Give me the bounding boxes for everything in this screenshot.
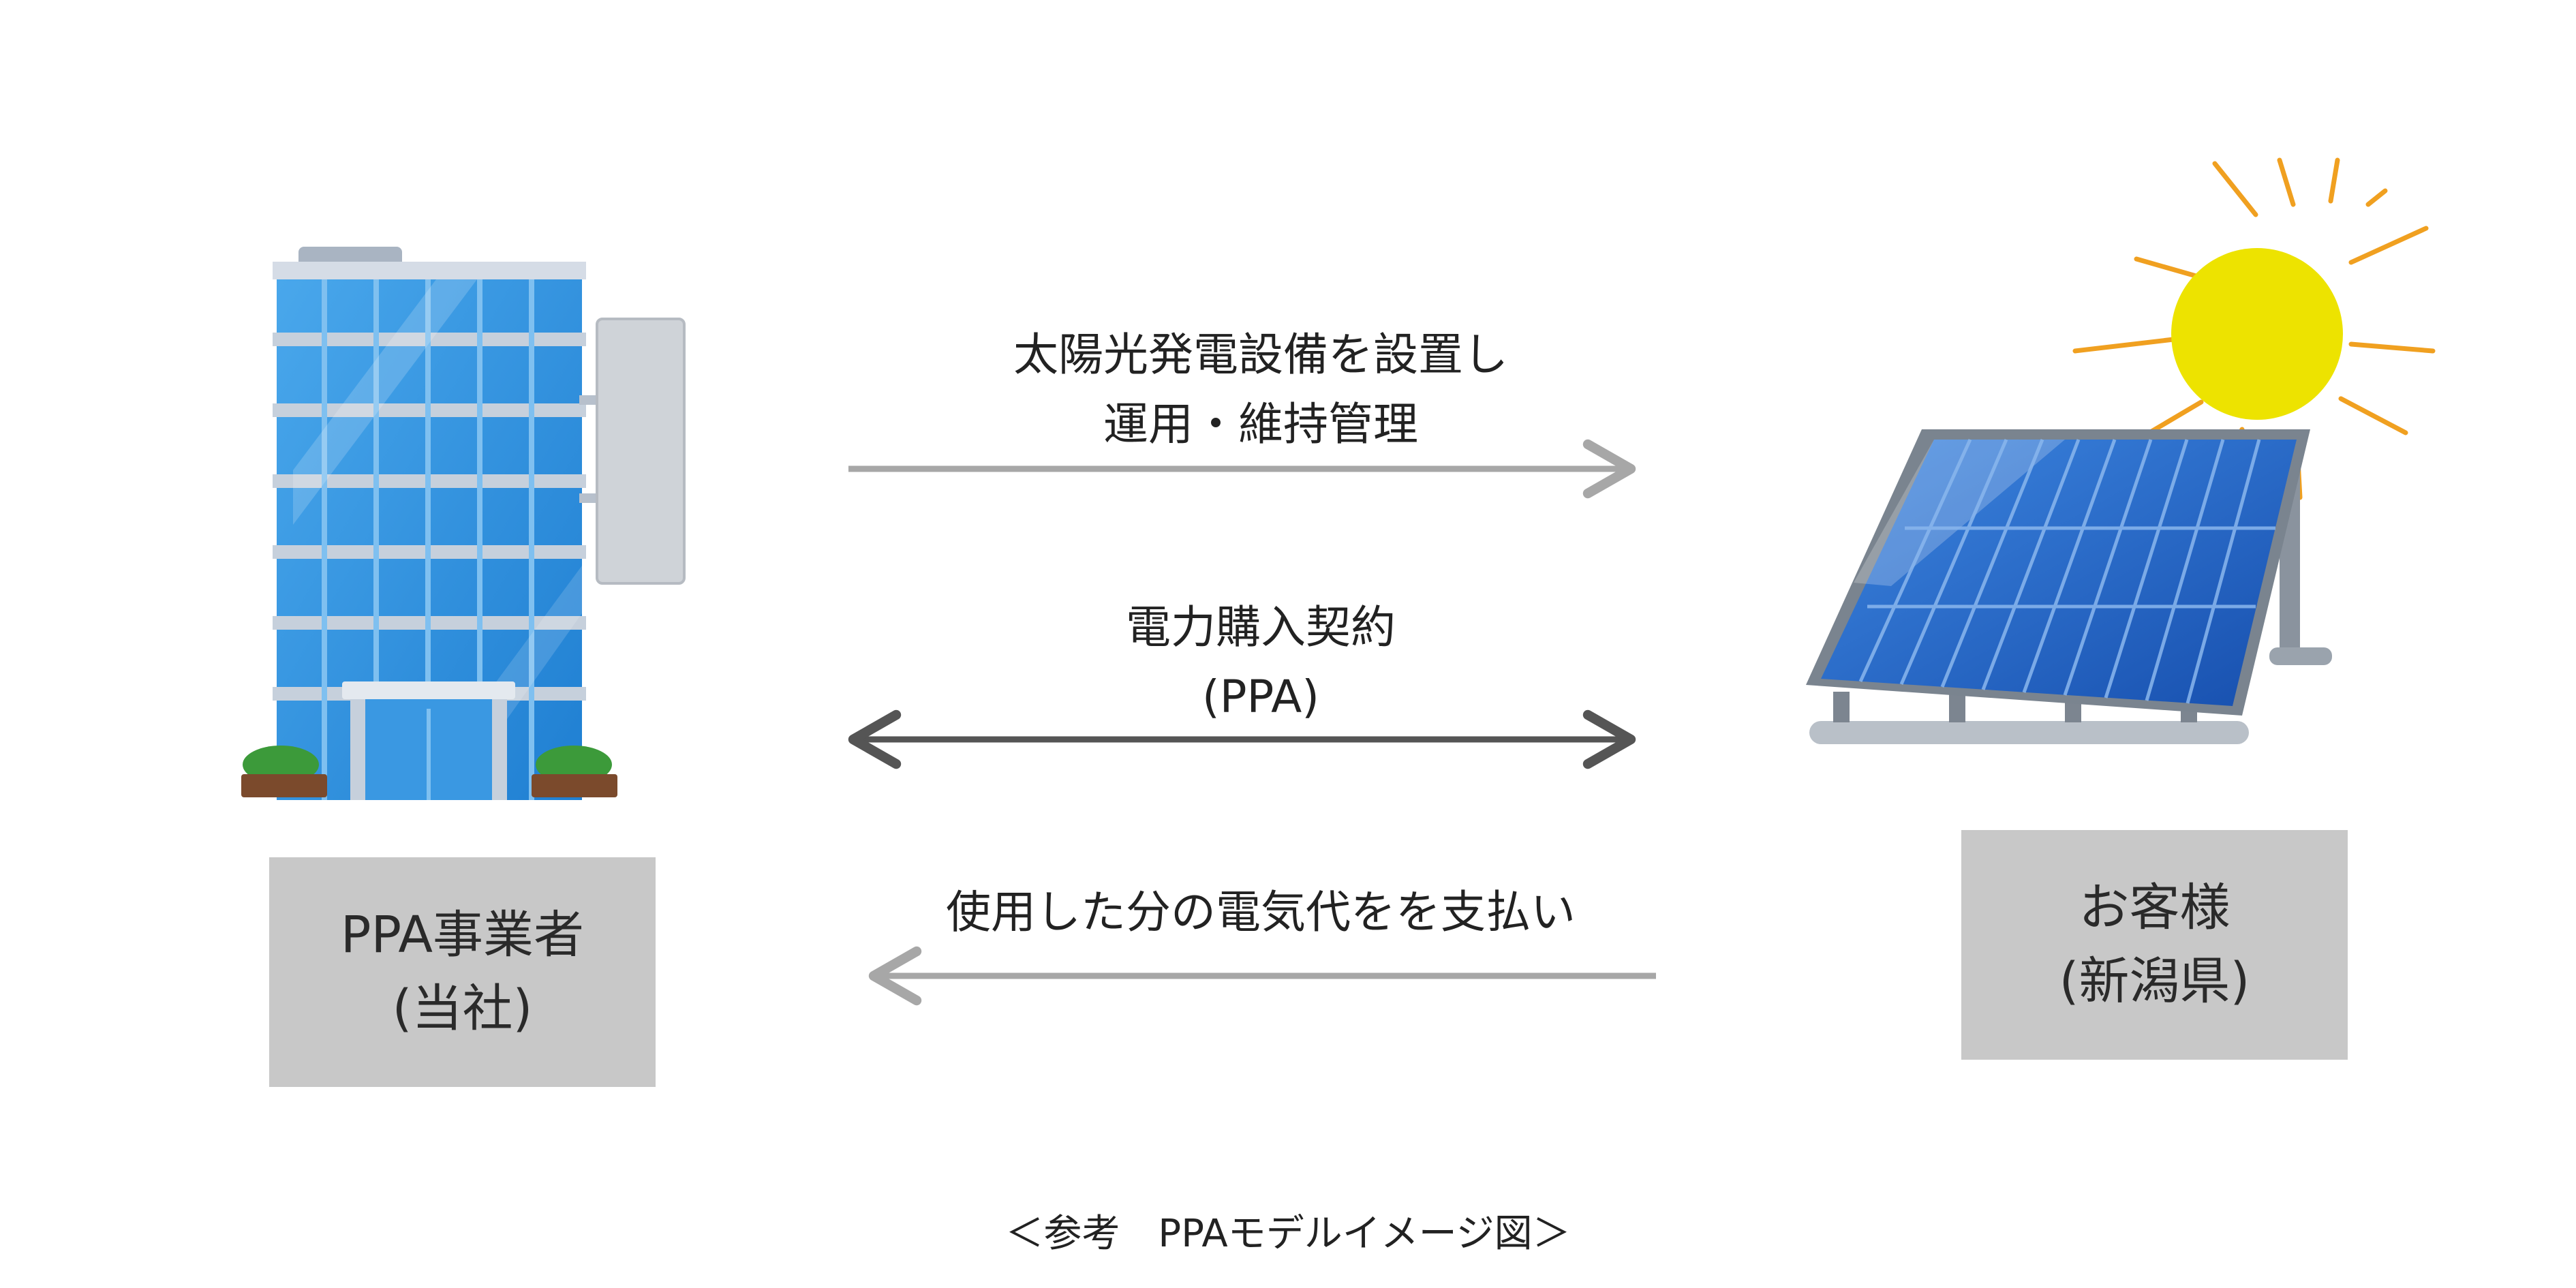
caption-top-line1: 太陽光発電設備を設置し [1013, 328, 1508, 381]
caption-middle-line1: 電力購入契約 [1126, 601, 1396, 654]
caption-bottom-line1: 使用した分の電気代をを支払い [946, 886, 1576, 938]
office-building-illustration [241, 247, 686, 800]
customer-name: お客様 [2079, 878, 2230, 938]
caption-middle-line2: (PPA) [1201, 671, 1320, 724]
customer-location: (新潟県) [2059, 951, 2250, 1011]
sun-icon [2171, 248, 2343, 420]
ppa-provider-box: PPA事業者 (当社) [269, 857, 656, 1087]
caption-bottom: 使用した分の電気代をを支払い [879, 878, 1642, 947]
ppa-provider-note: (当社) [392, 979, 533, 1038]
caption-top-line2: 運用・維持管理 [1103, 398, 1418, 451]
customer-box: お客様 (新潟県) [1961, 830, 2348, 1060]
caption-top: 太陽光発電設備を設置し 運用・維持管理 [893, 320, 1629, 460]
ppa-provider-name: PPA事業者 [340, 906, 585, 965]
figure-caption: ＜参考 PPAモデルイメージ図＞ [1005, 1212, 1571, 1256]
caption-middle: 電力購入契約 (PPA) [893, 593, 1629, 733]
solar-panel-illustration [1806, 157, 2436, 744]
